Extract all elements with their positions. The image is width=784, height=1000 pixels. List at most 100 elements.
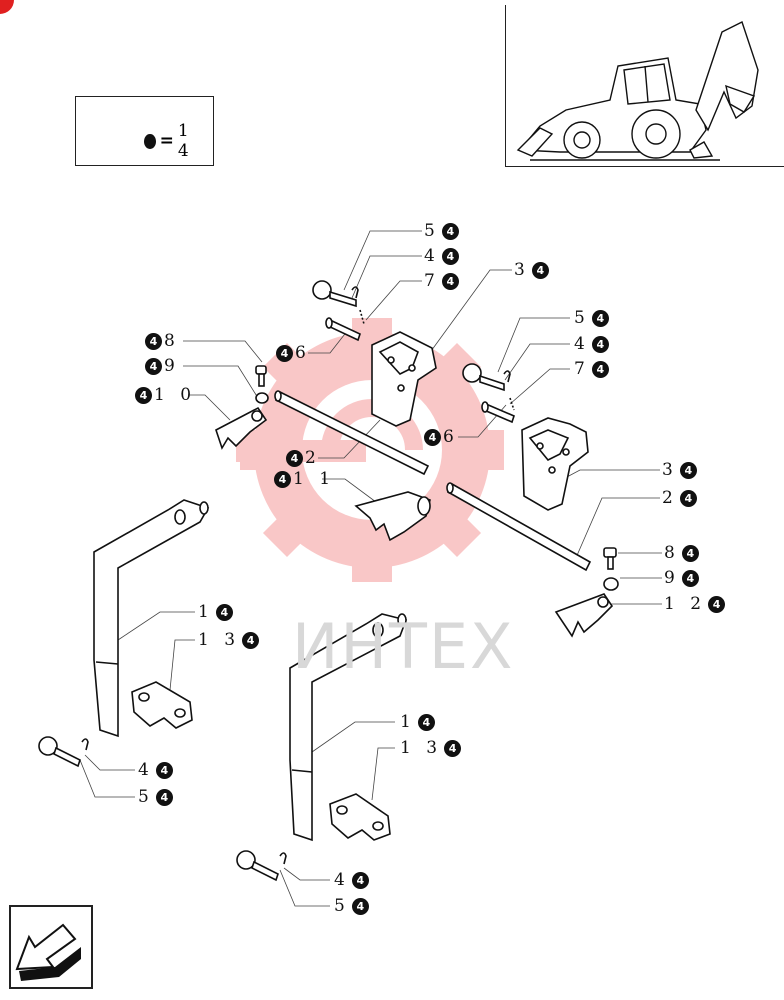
hook-13-middle <box>329 793 391 841</box>
callout-number: 8 <box>664 543 680 563</box>
callout-marker-icon: 4 <box>155 761 173 779</box>
kit-legend-box: = 1 4 <box>75 96 214 166</box>
backhoe-loader-illustration <box>516 21 759 161</box>
callout-number: 8 <box>164 331 180 351</box>
machine-reference-box <box>505 5 784 167</box>
callout-number: 3 <box>514 260 530 280</box>
callout-number: 1 3 <box>400 738 443 758</box>
callout-marker-icon: 4 <box>242 631 260 649</box>
callout-number: 2 <box>305 448 321 468</box>
callout-number: 1 3 <box>198 630 241 650</box>
fork-tine-1-middle <box>289 613 408 842</box>
callout-number: 6 <box>443 427 459 447</box>
callout-number: 3 <box>662 460 678 480</box>
watermark-text: ИНТЕХ <box>292 610 515 683</box>
callout-marker-icon: 4 <box>274 470 291 488</box>
callout-number: 4 <box>574 334 590 354</box>
callout-number: 1 0 <box>154 385 197 405</box>
callout-marker-icon: 4 <box>679 489 697 507</box>
callout-number: 1 <box>198 602 214 622</box>
callout-number: 1 2 <box>664 594 707 614</box>
callout-number: 4 <box>138 760 154 780</box>
rod-2-right <box>446 482 592 572</box>
callout-marker-icon: 4 <box>424 428 441 446</box>
plate-10-left <box>215 406 268 450</box>
bracket-3-right <box>521 417 589 511</box>
lynch-pin-upper-left <box>312 280 365 325</box>
bolt-8-right <box>603 547 617 570</box>
plate-12-right <box>554 593 614 638</box>
lynch-pin-lower-middle <box>236 850 287 882</box>
callout-marker-icon: 4 <box>441 222 459 240</box>
callout-number: 5 <box>138 787 154 807</box>
callout-number: 5 <box>334 896 350 916</box>
callout-marker-icon: 4 <box>681 569 699 587</box>
rod-2-upper <box>274 390 430 476</box>
callout-number: 4 <box>424 246 440 266</box>
previous-page-arrow-icon <box>15 923 81 981</box>
callout-marker-icon: 4 <box>276 344 293 362</box>
callout-marker-icon: 4 <box>591 335 609 353</box>
callout-number: 7 <box>574 359 590 379</box>
bolt-8-left <box>255 365 267 387</box>
callout-marker-icon: 4 <box>417 713 435 731</box>
callout-marker-icon: 4 <box>591 360 609 378</box>
callout-number: 6 <box>295 343 311 363</box>
hook-13-left <box>131 681 193 729</box>
callout-marker-icon: 4 <box>591 309 609 327</box>
callout-number: 4 <box>334 870 350 890</box>
corner-marker <box>0 0 14 14</box>
callout-number: 2 <box>662 488 678 508</box>
callout-number: 5 <box>574 308 590 328</box>
callout-marker-icon: 4 <box>681 544 699 562</box>
fork-tine-1-left <box>93 499 210 738</box>
callout-marker-icon: 4 <box>135 386 152 404</box>
callout-number: 9 <box>664 568 680 588</box>
previous-page-button[interactable] <box>9 905 93 989</box>
callout-number: 7 <box>424 271 440 291</box>
callout-marker-icon: 4 <box>286 449 303 467</box>
gear-watermark-icon <box>236 318 504 582</box>
callout-marker-icon: 4 <box>441 247 459 265</box>
clevis-11 <box>354 491 431 542</box>
callout-number: 1 1 <box>293 469 336 489</box>
callout-marker-icon: 4 <box>155 788 173 806</box>
callout-marker-icon: 4 <box>679 461 697 479</box>
callout-marker-icon: 4 <box>351 897 369 915</box>
lynch-pin-upper-right <box>462 363 515 411</box>
callout-marker-icon: 4 <box>531 261 549 279</box>
washer-9-right <box>603 577 619 591</box>
pin-6-upper <box>325 317 361 342</box>
callout-marker-icon: 4 <box>351 871 369 889</box>
callout-marker-icon: 4 <box>215 603 233 621</box>
callout-marker-icon: 4 <box>145 357 162 375</box>
callout-number: 1 <box>400 712 416 732</box>
kit-label: = 1 4 <box>144 121 213 161</box>
callout-marker-icon: 4 <box>444 739 462 757</box>
